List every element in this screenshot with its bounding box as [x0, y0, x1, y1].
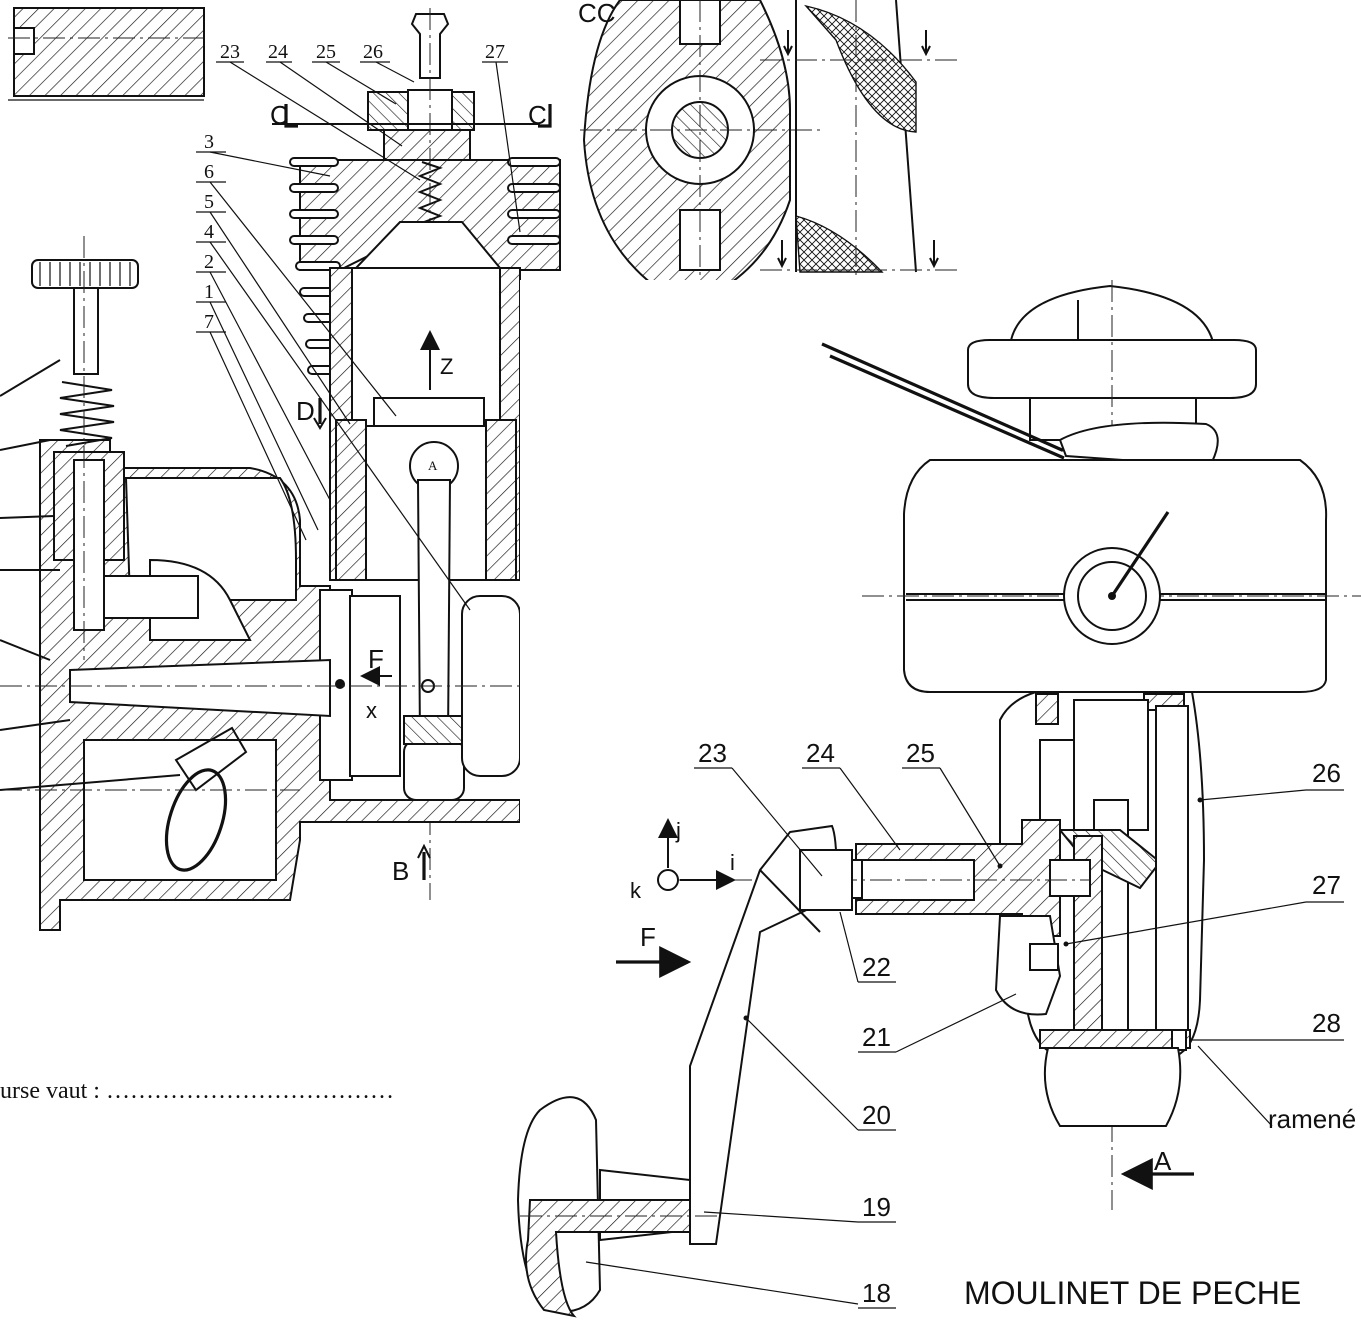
engine-label-25: 25: [312, 41, 397, 105]
reel-label-27: 27: [1063, 870, 1344, 947]
reel-label-18: 18: [585, 1261, 896, 1309]
engine-part-labels: 23 24 25 26 27: [196, 41, 521, 611]
reel-annotation-text: ramené: [1268, 1104, 1356, 1134]
reel-label-19: 19: [703, 1192, 896, 1223]
section-letter-b: B: [392, 856, 409, 886]
reel-label-23: 23: [694, 738, 823, 877]
reel-label-22: 22: [839, 911, 896, 983]
engine-label-26: 26: [360, 41, 415, 83]
engine-label-text-24: 24: [268, 41, 288, 63]
engine-label-text-27: 27: [485, 41, 505, 63]
reel-force-f: F: [616, 922, 692, 978]
engine-label-2: 2: [196, 251, 331, 501]
section-cc-title: CC: [578, 0, 616, 28]
engine-label-text-1: 1: [204, 281, 214, 303]
engine-label-text-4: 4: [204, 221, 214, 243]
reel-part-labels: 23 24 25 26 27: [585, 738, 1356, 1309]
needle-valve: [0, 236, 181, 791]
engine-label-text-5: 5: [204, 191, 214, 213]
reel-label-text-18: 18: [862, 1278, 891, 1308]
view-arrow-a: A: [1120, 1146, 1194, 1190]
engine-label-27: 27: [482, 41, 521, 233]
engine-label-text-2: 2: [204, 251, 214, 273]
reel-label-text-21: 21: [862, 1022, 891, 1052]
engine-label-6: 6: [196, 161, 397, 417]
section-marker-c-right: C: [528, 100, 552, 130]
crank-axle: [660, 819, 1091, 1016]
reel-label-text-26: 26: [1312, 758, 1341, 788]
reel-label-text-24: 24: [806, 738, 835, 768]
frame-vector-i: i: [730, 850, 735, 875]
reel-label-text-19: 19: [862, 1192, 891, 1222]
engine-label-24: 24: [266, 41, 403, 147]
engine-label-text-6: 6: [204, 161, 214, 183]
engine-label-text-23: 23: [220, 41, 240, 63]
reel-force-letter: F: [640, 922, 656, 952]
footnote-text: urse vaut : ………………………………: [0, 1078, 394, 1104]
reel-label-text-20: 20: [862, 1100, 891, 1130]
section-letter-c-right: C: [528, 100, 547, 130]
frame-vector-k: k: [630, 878, 642, 903]
engine-label-text-26: 26: [363, 41, 383, 63]
engine-force-letter: F: [368, 644, 384, 674]
engine-label-7: 7: [196, 311, 307, 541]
engine-label-5: 5: [196, 191, 351, 425]
crankcase: [0, 439, 521, 931]
section-letter-c-left: C: [270, 100, 289, 130]
section-marker-d: D: [296, 396, 327, 430]
reel-label-text-22: 22: [862, 952, 891, 982]
rotor-body: [862, 459, 1361, 693]
reel-label-text-27: 27: [1312, 870, 1341, 900]
reel-label-26: 26: [1197, 758, 1344, 803]
engine-section-drawing: C C: [0, 7, 561, 931]
point-label-a: A: [428, 458, 438, 473]
axis-letter-x: x: [366, 698, 377, 723]
top-left-fragment: [8, 7, 210, 101]
crank-knob: [516, 1096, 720, 1318]
engine-label-4: 4: [196, 221, 471, 611]
reel-label-24: 24: [802, 738, 901, 851]
engine-force-f: F: [360, 644, 392, 686]
reel-annotation-ramene: ramené: [1197, 1045, 1356, 1134]
section-marker-c-left: C: [270, 100, 298, 130]
reference-frame: j i k: [630, 818, 736, 903]
reel-label-21: 21: [858, 993, 1017, 1053]
reel-label-text-28: 28: [1312, 1008, 1341, 1038]
reel-label-28: 28: [1190, 1008, 1344, 1041]
section-cc-view: CC: [578, 0, 820, 291]
reel-label-text-23: 23: [698, 738, 727, 768]
engine-label-text-25: 25: [316, 41, 336, 63]
cylinder: [329, 267, 521, 801]
engine-label-1: 1: [196, 281, 319, 531]
engine-label-text-3: 3: [204, 131, 214, 153]
engine-label-3: 3: [196, 131, 331, 177]
section-marker-b: B: [392, 843, 431, 886]
section-letter-d: D: [296, 396, 315, 426]
reel-label-text-25: 25: [906, 738, 935, 768]
axis-letter-z: Z: [440, 354, 453, 379]
reel-label-25: 25: [902, 738, 1003, 869]
view-arrow-letter: A: [1154, 1146, 1172, 1176]
reel-label-20: 20: [747, 1019, 896, 1131]
top-right-fragment: [760, 0, 960, 276]
reel-title: MOULINET DE PECHE: [964, 1275, 1301, 1311]
engine-label-23: 23: [216, 41, 421, 181]
fishing-reel-drawing: j i k F A 23 24 25: [516, 280, 1361, 1320]
frame-vector-j: j: [675, 818, 681, 843]
engine-label-text-7: 7: [204, 311, 214, 333]
